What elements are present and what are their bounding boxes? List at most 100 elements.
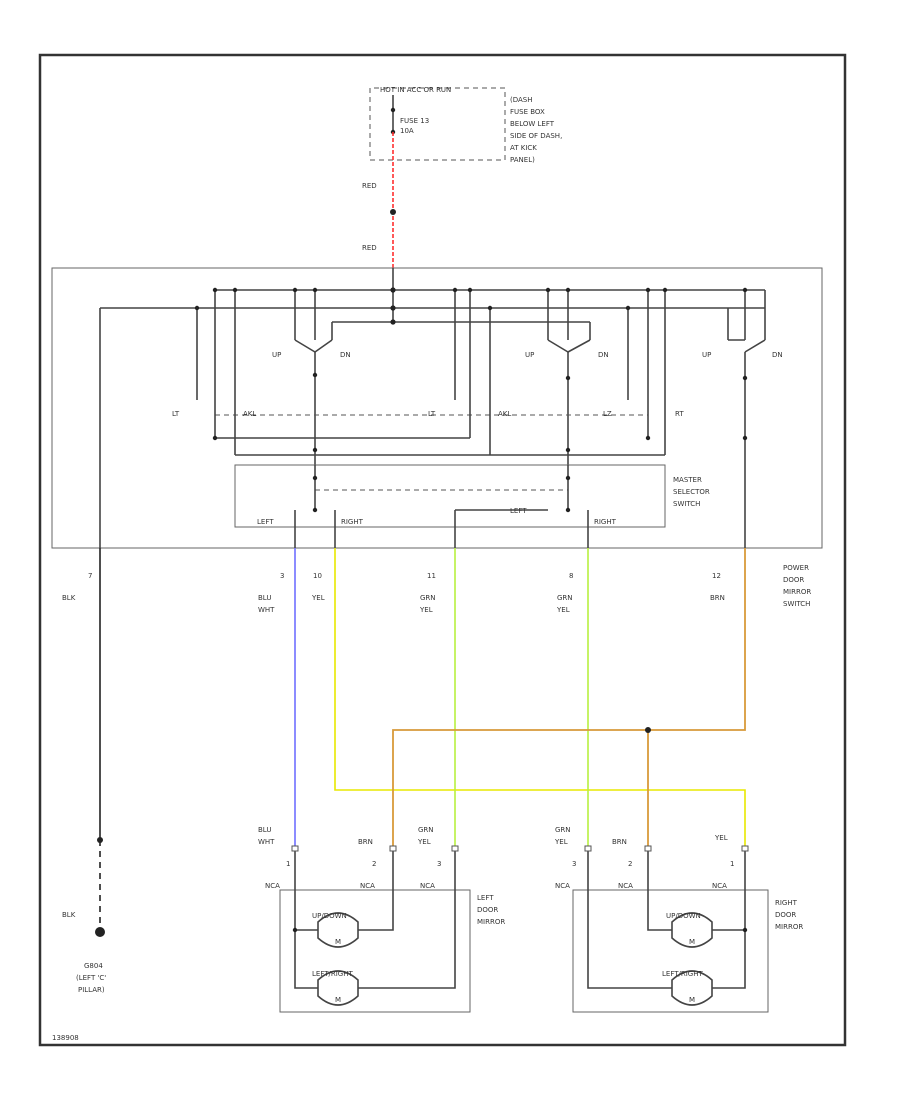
right-mirror-wire1-line1: GRN [555,826,571,834]
red-feed-wire: RED RED [362,132,396,268]
right-mirror-m2: M [689,996,695,1004]
right-mirror-conn3: NCA [712,882,727,890]
fuse-location-line3: BELOW LEFT [510,120,555,128]
pin-8: 8 [569,572,573,580]
pin-3: 3 [280,572,284,580]
left-mirror-pin3: 3 [437,860,441,868]
fuse-location-line2: FUSE BOX [510,108,545,116]
fuse-location-line6: PANEL) [510,156,535,164]
left-door-mirror: BLU WHT BRN GRN YEL 1 2 3 NCA NCA NCA LE… [258,826,505,1013]
left-mirror-motor2-label: LEFT/RIGHT [312,970,353,978]
wire-red-lower-label: RED [362,244,377,252]
right-mirror-pin2: 2 [628,860,632,868]
ground-label-line2: (LEFT 'C' [76,974,106,982]
right-updown-motor-icon [671,912,713,948]
pin-12: 12 [712,572,721,580]
left-updown-motor-icon [317,912,359,948]
position-label-2: AKL [243,410,256,418]
wire-grn-yel-1-line1: GRN [420,594,436,602]
pin-7: 7 [88,572,92,580]
right-mirror-pin3: 3 [572,860,576,868]
colored-wires [95,548,746,937]
left-mirror-name-line3: MIRROR [477,918,505,926]
connector-pins [291,845,749,852]
left-mirror-pin2: 2 [372,860,376,868]
wire-grn-yel-2-line1: GRN [557,594,573,602]
pin-labels: 7 3 10 11 8 12 BLK BLU WHT YEL GRN YEL G… [62,572,725,614]
left-mirror-conn1: NCA [265,882,280,890]
selector-label-line3: SWITCH [673,500,700,508]
power-door-mirror-switch-box [51,267,823,549]
switch-name-line3: MIRROR [783,588,811,596]
fuse-location-line1: (DASH [510,96,533,104]
left-mirror-pin1: 1 [286,860,290,868]
dn-label-3: DN [772,351,783,359]
selector-label-line1: MASTER [673,476,702,484]
left-mirror-wire2: BRN [358,838,373,846]
right-mirror-wire3: YEL [714,834,728,842]
wire-red-upper-label: RED [362,182,377,190]
pin-11: 11 [427,572,436,580]
up-label-2: UP [525,351,534,359]
left-mirror-m1: M [335,938,341,946]
fuse-box: HOT IN ACC OR RUN FUSE 13 10A (DASH FUSE… [369,86,562,164]
ground-wire-label: BLK [62,911,76,919]
right-mirror-m1: M [689,938,695,946]
wire-grn-yel-2-line2: YEL [556,606,570,614]
position-label-4: AKL [498,410,511,418]
position-label-1: LT [172,410,180,418]
ground-label-line1: G804 [84,962,103,970]
up-label-3: UP [702,351,711,359]
fuse-location-line5: AT KICK [510,144,537,152]
switch-name-line4: SWITCH [783,600,810,608]
left-mirror-conn2: NCA [360,882,375,890]
wire-blu-wht-line2: WHT [258,606,275,614]
right-mirror-pin1: 1 [730,860,734,868]
fuse-label-line1: FUSE 13 [400,117,429,125]
selector-left-label: LEFT [257,518,274,526]
wire-blu-wht-line1: BLU [258,594,271,602]
right-mirror-conn1: NCA [555,882,570,890]
left-mirror-motor1-label: UP/DOWN [312,912,347,920]
switch-internal-wiring [99,268,766,548]
fuse-location-line4: SIDE OF DASH, [510,132,562,140]
selector-left2-label: LEFT [510,507,527,515]
right-mirror-conn2: NCA [618,882,633,890]
right-mirror-wire2: BRN [612,838,627,846]
wire-blk-label: BLK [62,594,76,602]
pin-10: 10 [313,572,322,580]
ground-label-line3: PILLAR) [78,986,105,994]
selector-label-line2: SELECTOR [673,488,710,496]
position-label-6: RT [675,410,684,418]
dn-label-2: DN [598,351,609,359]
figure-code: 138908 [52,1034,79,1042]
right-mirror-name-line1: RIGHT [775,899,798,907]
right-leftright-motor-icon [671,970,713,1006]
selector-right2-label: RIGHT [594,518,617,526]
left-mirror-name-line2: DOOR [477,906,498,914]
left-mirror-name-line1: LEFT [477,894,494,902]
selector-right-label: RIGHT [341,518,364,526]
switch-labels: UP DN UP DN UP DN LT AKL LT AKL LZ RT MA… [172,351,811,608]
left-mirror-wire1-line1: BLU [258,826,271,834]
switch-name-line1: POWER [783,564,809,572]
diagram-frame [38,53,847,1047]
right-door-mirror: GRN YEL BRN YEL 3 2 1 NCA NCA NCA RIGHT … [554,826,803,1013]
right-mirror-motor2-label: LEFT/RIGHT [662,970,703,978]
left-leftright-motor-icon [317,970,359,1006]
switch-name-line2: DOOR [783,576,804,584]
wire-brn-label: BRN [710,594,725,602]
right-mirror-wire1-line2: YEL [554,838,568,846]
right-mirror-motor1-label: UP/DOWN [666,912,701,920]
position-label-5: LZ [603,410,612,418]
ground-g804: BLK G804 (LEFT 'C' PILLAR) [62,911,106,994]
wire-yel-label: YEL [311,594,325,602]
left-mirror-wire3-line2: YEL [417,838,431,846]
left-mirror-wire1-line2: WHT [258,838,275,846]
wire-grn-yel-1-line2: YEL [419,606,433,614]
dn-label-1: DN [340,351,351,359]
right-mirror-name-line3: MIRROR [775,923,803,931]
right-mirror-name-line2: DOOR [775,911,796,919]
left-mirror-wire3-line1: GRN [418,826,434,834]
